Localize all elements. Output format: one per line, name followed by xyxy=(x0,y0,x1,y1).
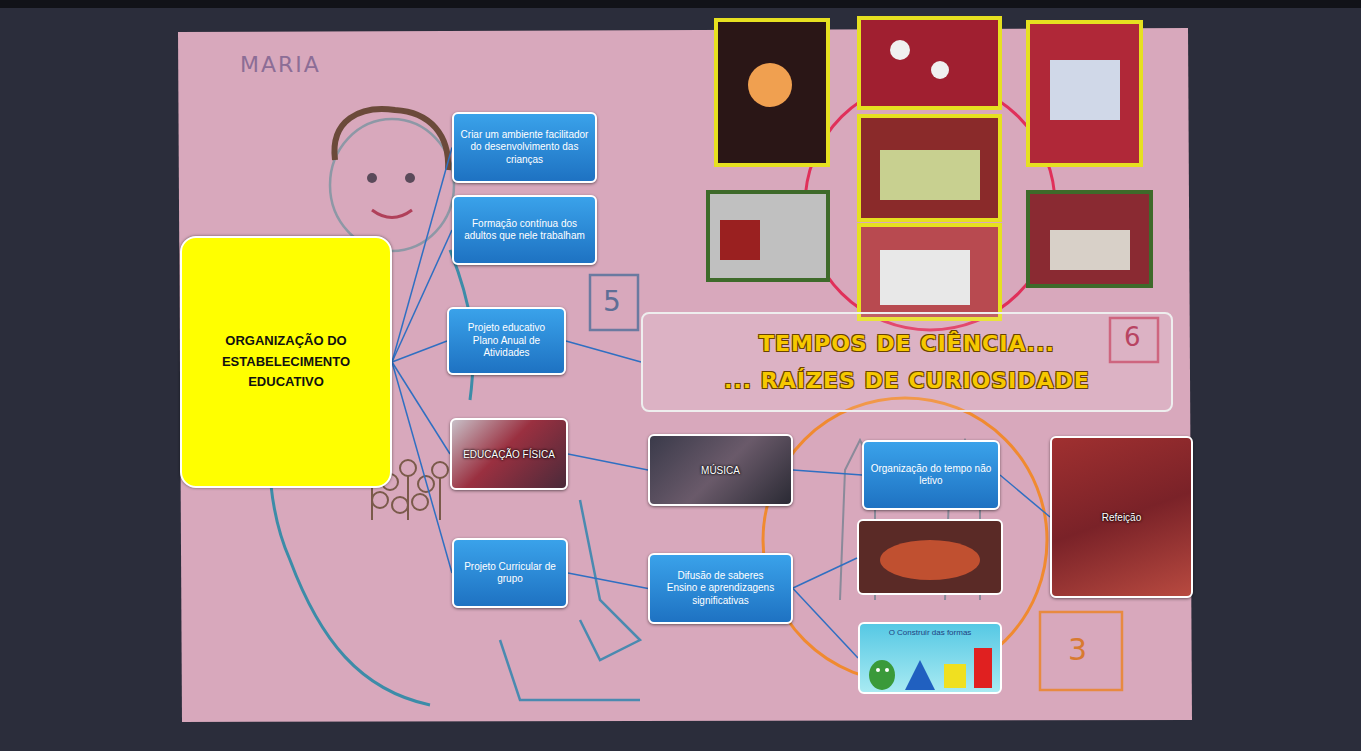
process-box: Projeto Curricular de grupo xyxy=(452,538,568,608)
process-box: Criar um ambiente facilitador do desenvo… xyxy=(452,112,597,183)
callout-number: 5 xyxy=(603,285,621,318)
connector xyxy=(392,362,450,454)
node-text: ... RAÍZES DE CURIOSIDADE xyxy=(724,362,1090,399)
photo-box: EDUCAÇÃO FÍSICA xyxy=(450,418,568,490)
node-text: Organização do tempo não letivo xyxy=(870,463,992,488)
node-text: Projeto Curricular de grupo xyxy=(460,561,560,586)
callout-number: 3 xyxy=(1068,632,1087,667)
image-box: O Construir das formas xyxy=(858,622,1002,694)
process-box: Organização do tempo não letivo xyxy=(862,440,1000,510)
node-text: Criar um ambiente facilitador do desenvo… xyxy=(460,129,589,167)
project-title-box: TEMPOS DE CIÊNCIA...... RAÍZES DE CURIOS… xyxy=(641,312,1173,412)
node-text: Ensino e aprendizagens significativas xyxy=(656,582,785,607)
node-text: Formação contínua dos adultos que nele t… xyxy=(460,218,589,243)
connector xyxy=(392,341,447,362)
connector xyxy=(793,589,858,659)
connector xyxy=(568,573,648,589)
node-text: O Construir das formas xyxy=(889,628,972,637)
connector xyxy=(392,230,452,362)
process-box: Projeto educativoPlano Anual de Atividad… xyxy=(447,307,566,375)
node-text: TEMPOS DE CIÊNCIA... xyxy=(759,325,1055,362)
node-text: Projeto educativo xyxy=(468,322,545,335)
connector xyxy=(392,362,452,573)
photo-box: Refeição xyxy=(1050,436,1193,598)
callout-number: 6 xyxy=(1124,322,1141,352)
connector xyxy=(1000,475,1050,517)
process-box: Difusão de saberesEnsino e aprendizagens… xyxy=(648,553,793,624)
node-text: EDUCAÇÃO FÍSICA xyxy=(463,449,555,460)
main-box: ORGANIZAÇÃO DO ESTABELECIMENTO EDUCATIVO xyxy=(180,236,392,488)
node-text: Plano Anual de Atividades xyxy=(455,335,558,360)
child-name: MARIA xyxy=(240,52,321,77)
process-box: Formação contínua dos adultos que nele t… xyxy=(452,195,597,265)
node-text: ORGANIZAÇÃO DO ESTABELECIMENTO EDUCATIVO xyxy=(194,331,378,393)
photo-box: MÚSICA xyxy=(648,434,793,506)
connector xyxy=(566,341,641,362)
node-text: Refeição xyxy=(1102,512,1141,523)
node-text: Difusão de saberes xyxy=(677,570,763,583)
connector xyxy=(392,148,452,363)
node-text: MÚSICA xyxy=(701,465,740,476)
connector xyxy=(793,470,862,475)
connector xyxy=(568,454,648,470)
